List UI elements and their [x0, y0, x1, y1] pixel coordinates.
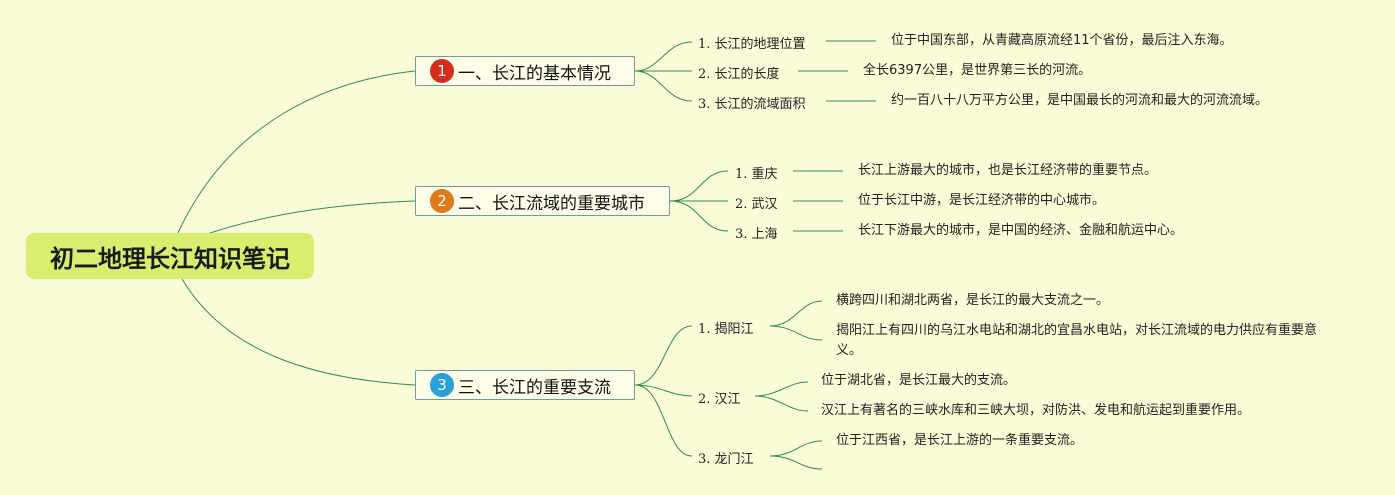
- connector-b2-s1: [669, 170, 729, 202]
- branch-tributaries[interactable]: 3 三、长江的重要支流: [415, 370, 635, 400]
- connector-b1-s1: [634, 41, 693, 72]
- subtopic-chongqing[interactable]: 1. 重庆: [735, 167, 778, 182]
- subtopic-location[interactable]: 1. 长江的地理位置: [698, 37, 806, 52]
- connector-b3-s2-leaf-2: [754, 395, 809, 412]
- leaf-longmen-detail-1[interactable]: 位于江西省，是长江上游的一条重要支流。: [836, 433, 1084, 448]
- branch-basic-info[interactable]: 1 一、长江的基本情况: [415, 56, 635, 86]
- leaf-length-detail[interactable]: 全长6397公里，是世界第三长的河流。: [863, 63, 1092, 78]
- connector-root-branch-3: [181, 278, 416, 386]
- number-badge-2: 2: [430, 189, 454, 213]
- subtopic-basin-area[interactable]: 3. 长江的流域面积: [698, 97, 806, 112]
- connector-root-branch-1: [177, 70, 416, 234]
- connector-b3-s3-leaf-2: [769, 455, 823, 470]
- number-badge-3: 3: [430, 373, 454, 397]
- connector-b3-s1-leaf-2: [769, 325, 823, 341]
- leaf-chongqing-detail[interactable]: 长江上游最大的城市，也是长江经济带的重要节点。: [858, 163, 1158, 178]
- root-topic[interactable]: 初二地理长江知识笔记: [26, 233, 314, 279]
- branch-label: 一、长江的基本情况: [458, 63, 611, 84]
- connector-b3-s2-leaf-1: [754, 381, 809, 397]
- subtopic-han-river[interactable]: 2. 汉江: [698, 392, 741, 407]
- leaf-jieyang-detail-2[interactable]: 揭阳江上有四川的乌江水电站和湖北的宜昌水电站，对长江流域的电力供应有重要意义。: [836, 323, 1318, 358]
- branch-label: 二、长江流域的重要城市: [458, 193, 645, 214]
- leaf-jieyang-detail-1[interactable]: 横跨四川和湖北两省，是长江的最大支流之一。: [836, 293, 1110, 308]
- subtopic-wuhan[interactable]: 2. 武汉: [735, 197, 778, 212]
- leaf-han-detail-2[interactable]: 汉江上有著名的三峡水库和三峡大坝，对防洪、发电和航运起到重要作用。: [821, 403, 1251, 418]
- subtopic-jieyang-river[interactable]: 1. 揭阳江: [698, 322, 754, 337]
- connector-b3-s3: [634, 384, 693, 457]
- subtopic-longmen-river[interactable]: 3. 龙门江: [698, 452, 754, 467]
- leaf-basin-area-detail[interactable]: 约一百八十八万平方公里，是中国最长的河流和最大的河流流域。: [891, 93, 1269, 108]
- connector-b3-s3-leaf-1: [769, 440, 823, 457]
- connector-b3-s2: [634, 384, 693, 397]
- leaf-wuhan-detail[interactable]: 位于长江中游，是长江经济带的中心城市。: [858, 193, 1106, 208]
- connector-b3-s1: [634, 325, 693, 386]
- connector-root-branch-2: [209, 200, 416, 234]
- leaf-shanghai-detail[interactable]: 长江下游最大的城市，是中国的经济、金融和航运中心。: [858, 223, 1184, 238]
- leaf-han-detail-1[interactable]: 位于湖北省，是长江最大的支流。: [821, 373, 1017, 388]
- subtopic-length[interactable]: 2. 长江的长度: [698, 67, 780, 82]
- connector-b3-s1-leaf-1: [769, 300, 823, 327]
- root-topic-label: 初二地理长江知识笔记: [50, 244, 290, 273]
- number-badge-1: 1: [430, 59, 454, 83]
- branch-major-cities[interactable]: 2 二、长江流域的重要城市: [415, 186, 670, 216]
- branch-label: 三、长江的重要支流: [458, 377, 611, 398]
- connector-b1-s3: [634, 70, 693, 102]
- leaf-location-detail[interactable]: 位于中国东部，从青藏高原流经11个省份，最后注入东海。: [891, 33, 1233, 48]
- subtopic-shanghai[interactable]: 3. 上海: [735, 227, 778, 242]
- connector-b2-s3: [669, 200, 729, 232]
